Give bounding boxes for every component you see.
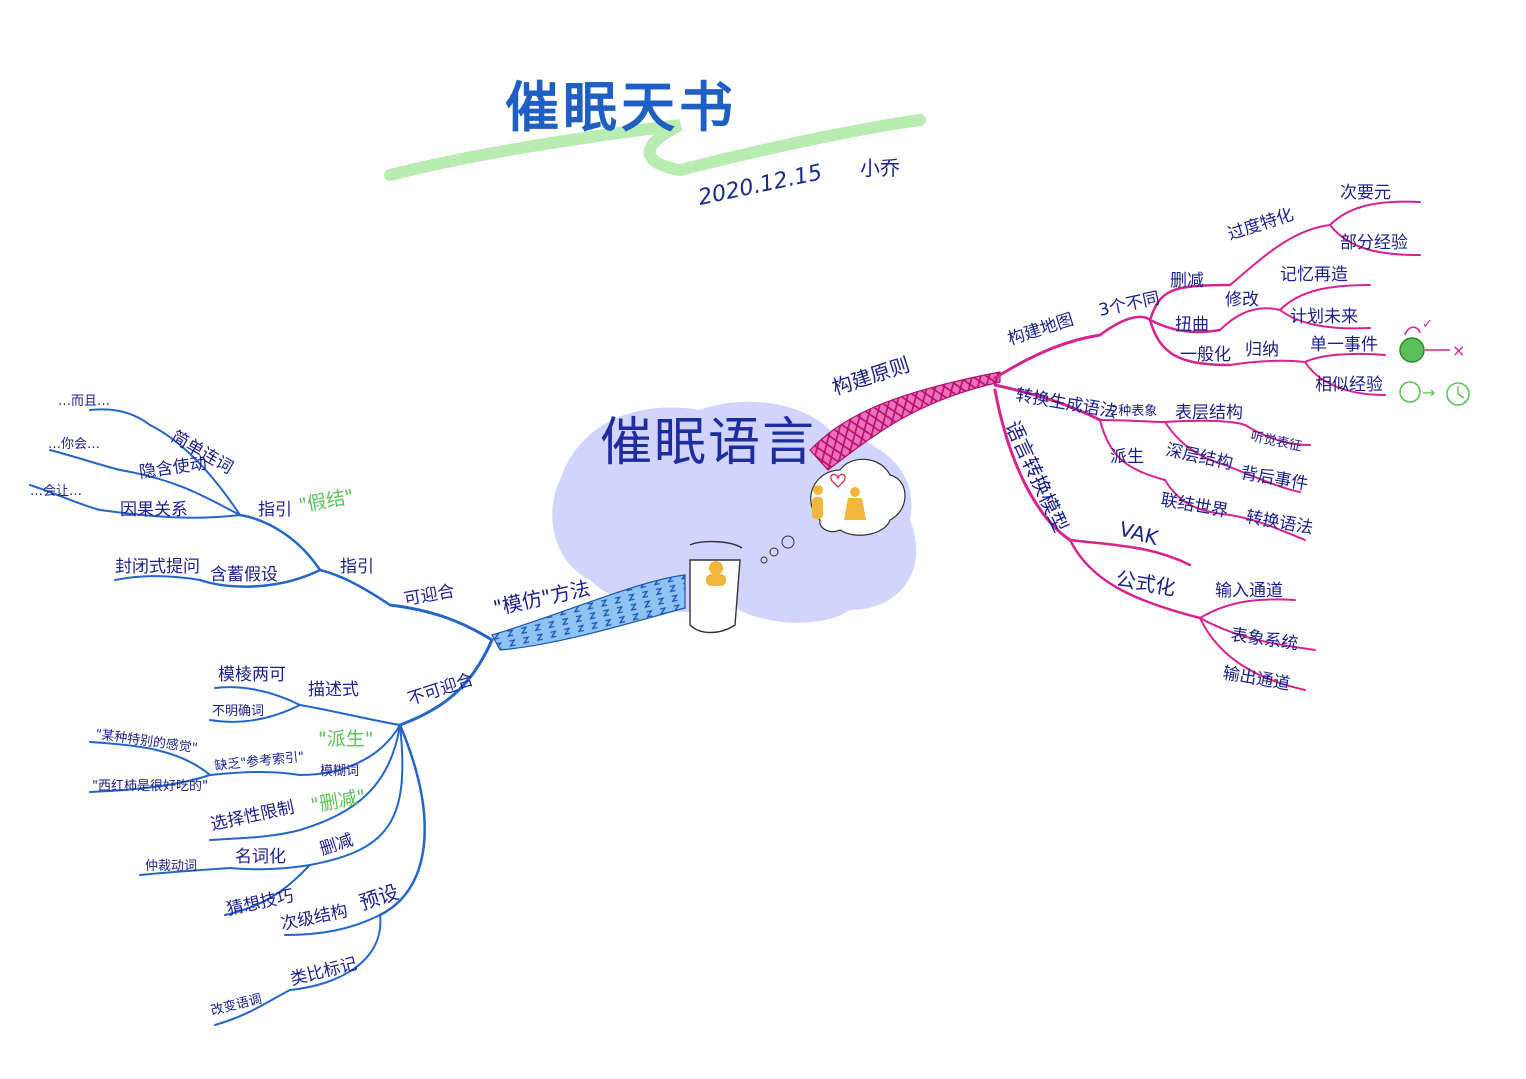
transform-derive-item-1: 联结世界 [1159, 490, 1229, 522]
right-main-label: 构建原则 [829, 352, 913, 400]
hint-item-3: 因果关系 [120, 500, 188, 520]
map-author: 小乔 [860, 156, 900, 180]
language-formula: 公式化 [1114, 566, 1177, 600]
green-circle-icon [1399, 337, 1425, 363]
pink-main-trunk [809, 371, 1001, 471]
delete-item-2: 仲裁动词 [145, 858, 197, 874]
blue-main-trunk [491, 574, 686, 651]
x-mark-icon: × [1452, 341, 1465, 360]
transform-item-4: 背后事件 [1239, 463, 1309, 495]
delete-item-1: 名词化 [235, 847, 286, 867]
derive-restrict: 选择性限制 [209, 798, 296, 835]
map-distort-item-2: 计划未来 [1290, 307, 1358, 327]
map-delete-item-2: 次要元 [1340, 183, 1391, 203]
transform-item-1: 表层结构 [1175, 403, 1243, 423]
derive-label: 模糊词 [320, 763, 359, 779]
check-mark-icon: ✓ [1422, 317, 1433, 332]
map-general-item-1: 单一事件 [1310, 335, 1378, 355]
map-general-item-2: 相似经验 [1315, 375, 1383, 395]
map-title: 催眠天书 [505, 76, 737, 139]
derive-note: "派生" [318, 728, 373, 750]
transform-label: 转换生成语法 [1014, 385, 1118, 422]
hint-item-2: 隐含使动 [138, 453, 208, 483]
upper-other-1: 封闭式提问 [115, 557, 200, 577]
presuppose-item-2: 类比标记 [288, 954, 359, 990]
transform-item-2: 听觉表征 [1249, 429, 1303, 454]
map-distort-label: 扭曲 [1175, 315, 1209, 335]
delete-note: "删减" [309, 786, 367, 817]
describe-label: 描述式 [308, 680, 359, 700]
map-distort-mid: 修改 [1225, 290, 1259, 310]
upper-sub: 指引 [340, 557, 374, 577]
derive-quote-2: "西红柿是很好吃的" [92, 778, 208, 794]
transform-derive-item-2: 转换语法 [1244, 507, 1314, 539]
clock-circle-icon [1446, 382, 1470, 406]
arrow-icon: → [1422, 383, 1435, 402]
derive-quote-1: "某种特别的感觉" [94, 726, 198, 756]
presuppose-item-3: 改变语调 [209, 991, 263, 1019]
transform-derive: 派生 [1110, 447, 1144, 467]
map-date: 2020.12.15 [696, 160, 824, 211]
map-general-mid: 归纳 [1245, 340, 1279, 360]
presuppose-label: 预设 [356, 880, 401, 915]
derive-sub: 缺乏"参考索引" [214, 749, 305, 774]
language-item-2: 表象系统 [1229, 625, 1299, 654]
hint-leaf-2: …你会… [48, 437, 100, 452]
upper-other-2: 含蓄假设 [210, 565, 278, 585]
map-delete-label: 删减 [1170, 271, 1204, 291]
transform-item-3: 深层结构 [1164, 440, 1235, 474]
delete-label: 删减 [317, 830, 356, 860]
right-branch-labels: 构建原则 构建地图 3个不同 删减 过度特化 次要元 部分经验 扭曲 修改 记忆… [829, 183, 1408, 695]
map-delete-item-1: 过度特化 [1225, 205, 1296, 245]
map-delete-item-3: 部分经验 [1340, 233, 1408, 253]
map-general-label: 一般化 [1180, 345, 1231, 365]
map-distort-item-1: 记忆再造 [1280, 265, 1348, 285]
upper-label: 可迎合 [402, 581, 456, 610]
describe-item-2: 不明确词 [212, 704, 264, 719]
language-label: 语言转换模型 [1000, 417, 1072, 536]
right-doodle-icons: ✓ × → [1399, 317, 1470, 406]
left-branch-lines [29, 408, 494, 1026]
hint-label: 指引 [258, 500, 292, 520]
language-item-3: 输出通道 [1221, 663, 1291, 695]
right-branch-lines [993, 200, 1421, 691]
transform-sub: 2种表象 [1110, 404, 1157, 419]
open-circle-icon [1399, 381, 1421, 403]
title-underline [384, 114, 926, 181]
title-block: 催眠天书 2020.12.15 小乔 [384, 76, 926, 211]
central-topic: 催眠语言 [600, 413, 816, 473]
hint-leaf-3: …会让… [30, 484, 82, 499]
describe-item-1: 模棱两可 [218, 665, 286, 685]
language-item-1: 输入通道 [1215, 581, 1283, 601]
hint-leaf-1: …而且… [58, 394, 110, 409]
hint-note: "假结" [297, 486, 355, 517]
